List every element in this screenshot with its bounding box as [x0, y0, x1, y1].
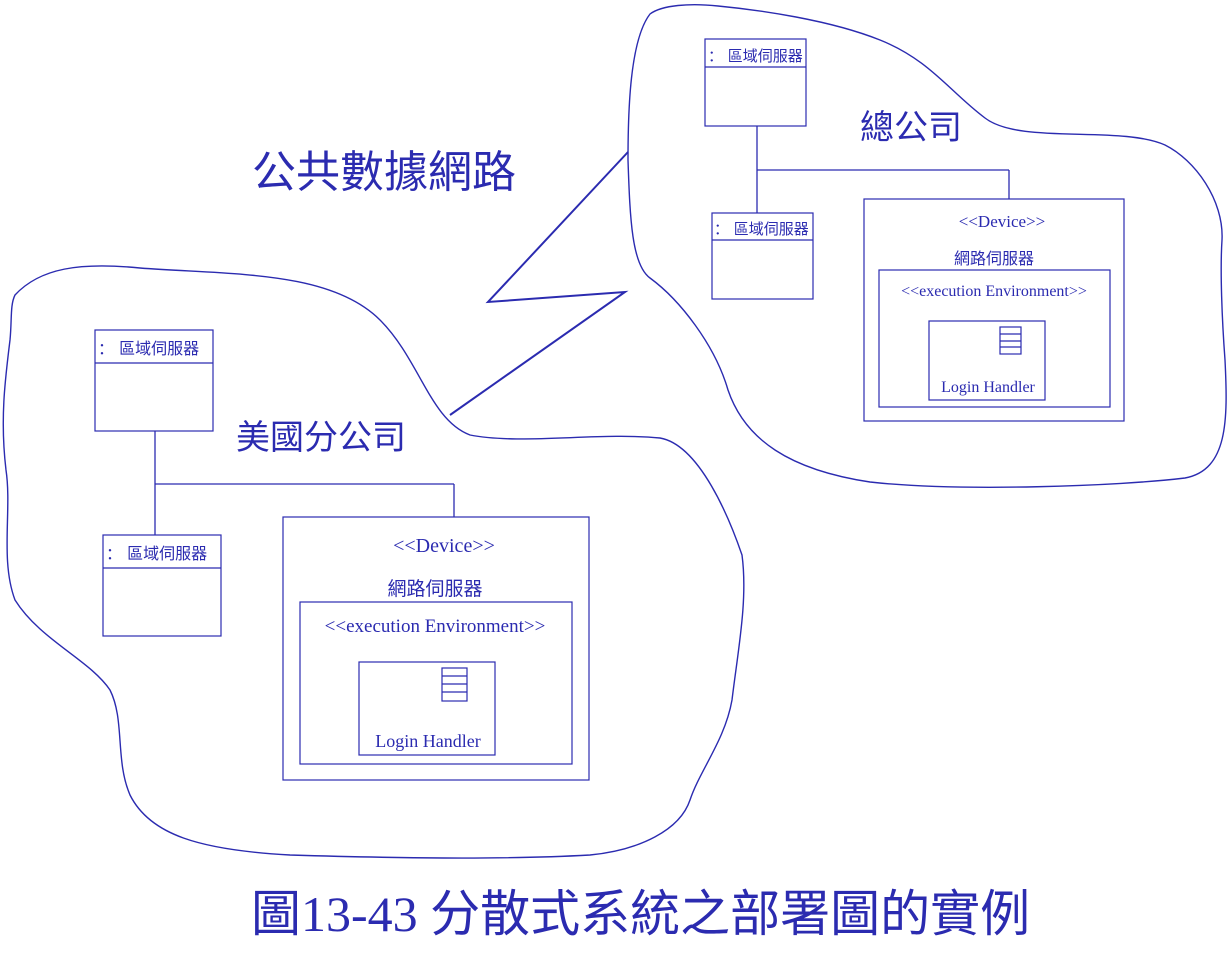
component-icon	[441, 667, 468, 702]
branch-server-top[interactable]: ： 區域伺服器	[94, 329, 214, 432]
hq-env-label: <<execution Environment>>	[901, 283, 1087, 300]
hq-server-bottom-label: ： 區域伺服器	[714, 220, 809, 238]
branch-label: 美國分公司	[236, 418, 406, 458]
branch-execution-environment[interactable]: <<execution Environment>> Login Handler	[299, 601, 573, 765]
branch-device-node[interactable]: <<Device>> 網路伺服器 <<execution Environment…	[282, 516, 590, 781]
branch-group: ： 區域伺服器 ： 區域伺服器 <<Device>> 網路伺服器 <<execu…	[94, 329, 590, 781]
branch-server-top-label: ： 區域伺服器	[98, 339, 199, 358]
hq-login-handler-component[interactable]: Login Handler	[928, 320, 1046, 401]
branch-server-bottom[interactable]: ： 區域伺服器	[102, 534, 222, 637]
branch-device-stereotype: <<Device>>	[393, 535, 495, 557]
hq-device-name: 網路伺服器	[954, 249, 1034, 268]
hq-device-stereotype: <<Device>>	[959, 212, 1046, 231]
hq-cloud-boundary	[627, 4, 1227, 488]
hq-server-top-label: ： 區域伺服器	[708, 47, 803, 65]
hq-group: ： 區域伺服器 ： 區域伺服器 <<Device>> 網路伺服器 <<execu…	[704, 38, 1125, 422]
hq-login-handler-label: Login Handler	[941, 379, 1035, 396]
hq-execution-environment[interactable]: <<execution Environment>> Login Handler	[878, 269, 1111, 408]
branch-server-bottom-label: ： 區域伺服器	[106, 544, 207, 563]
public-network-link	[449, 151, 629, 416]
branch-device-name: 網路伺服器	[387, 578, 482, 600]
branch-login-handler-label: Login Handler	[375, 731, 480, 751]
branch-login-handler-component[interactable]: Login Handler	[358, 661, 496, 756]
hq-server-bottom[interactable]: ： 區域伺服器	[711, 212, 814, 300]
branch-cloud-boundary	[2, 265, 745, 859]
hq-device-node[interactable]: <<Device>> 網路伺服器 <<execution Environment…	[863, 198, 1125, 422]
branch-env-label: <<execution Environment>>	[325, 616, 546, 637]
public-network-label: 公共數據網路	[252, 147, 516, 198]
hq-server-top[interactable]: ： 區域伺服器	[704, 38, 807, 127]
hq-label: 總公司	[860, 108, 962, 148]
component-icon	[999, 326, 1022, 355]
figure-caption: 圖13-43 分散式系統之部署圖的實例	[251, 886, 1030, 942]
